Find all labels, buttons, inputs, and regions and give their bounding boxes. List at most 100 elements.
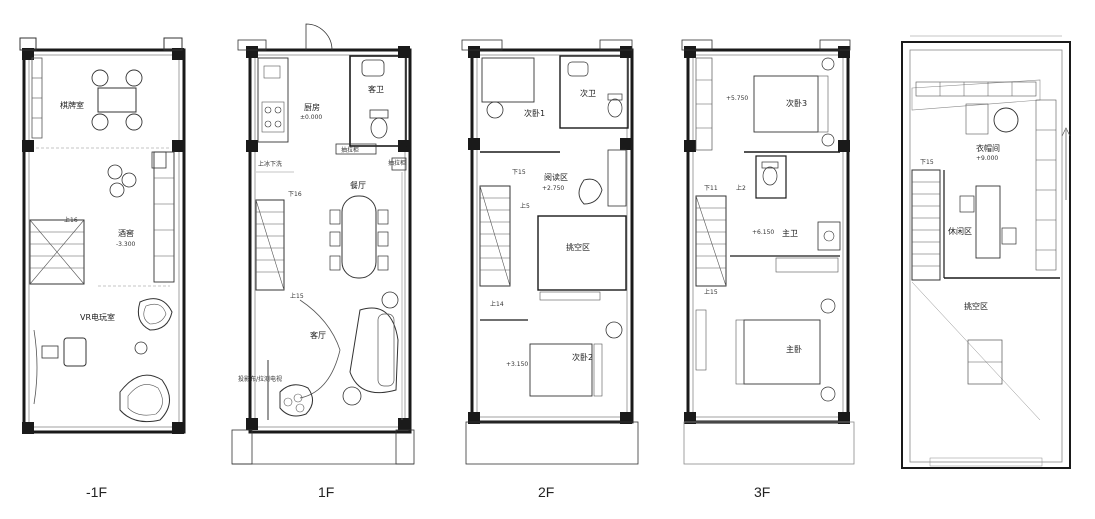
screen-arc xyxy=(33,329,38,405)
column xyxy=(684,46,696,58)
elevation-mark: +9.000 xyxy=(976,155,998,162)
stair-note: 上5 xyxy=(520,202,530,210)
cooktop-icon xyxy=(261,101,285,133)
fridge-washer-note: 上冰下洗 xyxy=(258,160,282,168)
column xyxy=(468,46,480,58)
outer-wall xyxy=(901,41,1071,469)
terrace-planter xyxy=(231,429,253,465)
gutter xyxy=(929,457,1043,467)
tv-cabinet xyxy=(695,309,707,371)
outer-wall xyxy=(248,48,412,434)
window xyxy=(461,39,503,51)
slope-marking xyxy=(911,79,1041,111)
stair-note: 上14 xyxy=(490,300,504,308)
wardrobe xyxy=(1035,99,1057,271)
plan-second-2f: 次卧1 次卫 阅读区 +2.750 下15 上5 xyxy=(461,39,639,500)
toilet-icon xyxy=(607,93,623,118)
skylight-icon xyxy=(967,339,1003,385)
column xyxy=(684,140,696,152)
column xyxy=(620,138,632,150)
balcony xyxy=(465,421,639,465)
side-table xyxy=(342,386,362,406)
column xyxy=(246,46,258,58)
column xyxy=(172,140,184,152)
gaming-chair-icon xyxy=(41,337,87,367)
room-label-master-bed: 主卧 xyxy=(786,344,802,354)
inner-wall-line xyxy=(692,54,844,418)
elevation-mark: -3.300 xyxy=(116,241,136,248)
stair-note: 下15 xyxy=(920,159,934,166)
bed-icon xyxy=(529,321,623,397)
plant-icon xyxy=(381,291,399,309)
room-label-bed2: 次卧2 xyxy=(572,352,593,362)
column xyxy=(398,46,410,58)
vanity-chair-icon xyxy=(965,103,1019,135)
chess-table-icon xyxy=(91,69,143,131)
room-label-void: 挑空区 xyxy=(964,301,988,311)
dining-table-icon xyxy=(329,195,389,279)
floor-title: -1F xyxy=(86,484,107,500)
room-label-bath2: 次卫 xyxy=(580,88,596,98)
window xyxy=(599,39,633,51)
plan-basement-1f: 棋牌室 上16 酒窖 -3.300 xyxy=(19,37,186,500)
floor-title: 2F xyxy=(538,484,554,500)
column xyxy=(838,46,850,58)
room-label-cloak: 衣帽间 xyxy=(976,143,1000,153)
column xyxy=(468,412,480,424)
column xyxy=(246,140,258,152)
inner-wall-line xyxy=(909,49,1063,463)
room-label-lounge: 休闲区 xyxy=(948,226,972,236)
desk-icon xyxy=(959,185,1017,259)
elevation-mark: +5.750 xyxy=(726,95,748,102)
beanbag-icon xyxy=(119,374,170,423)
bar-stools-icon xyxy=(107,164,137,198)
basin-counter xyxy=(817,221,841,251)
stair-note: 上16 xyxy=(64,216,78,224)
sofa-icon xyxy=(349,307,399,394)
entry-door-swing xyxy=(305,23,333,51)
column xyxy=(468,138,480,150)
inner-wall-line xyxy=(28,54,180,428)
window xyxy=(819,39,851,51)
elevation-mark: +6.150 xyxy=(752,229,774,236)
elevation-mark: +2.750 xyxy=(542,185,564,192)
wardrobe xyxy=(775,257,839,273)
room-label-bed1: 次卧1 xyxy=(524,108,545,118)
column xyxy=(246,418,258,430)
plan-ground-1f: 厨房 ±0.000 客卫 抽拉柜 抽拉柜 上冰下洗 下16 上15 餐厅 xyxy=(231,23,415,500)
bathroom-walls xyxy=(559,55,629,129)
room-label-guest-wc: 客卫 xyxy=(368,84,384,94)
room-label-wine: 酒窖 xyxy=(118,228,134,238)
stair-icon xyxy=(695,195,727,287)
column xyxy=(22,140,34,152)
wine-rack xyxy=(151,151,175,283)
room-label-master-bath: 主卫 xyxy=(782,228,798,238)
stair-note: 上2 xyxy=(736,184,746,192)
room-label-void: 挑空区 xyxy=(566,242,590,252)
room-label-kitchen: 厨房 xyxy=(304,102,320,112)
side-table xyxy=(134,341,148,355)
stair-icon xyxy=(29,219,85,285)
window xyxy=(237,39,267,51)
room-label-reading: 阅读区 xyxy=(544,172,568,182)
floor-title: 1F xyxy=(318,484,334,500)
bed-icon xyxy=(735,298,836,402)
lounge-chair-icon xyxy=(137,298,173,331)
basin-icon xyxy=(361,59,385,77)
column xyxy=(838,140,850,152)
outer-wall xyxy=(22,48,186,434)
rug-outline xyxy=(299,299,341,399)
wardrobe xyxy=(915,81,1037,97)
stair-icon xyxy=(255,199,285,291)
stair-note: 下16 xyxy=(288,191,302,198)
sink-icon xyxy=(263,65,281,79)
room-label-dining: 餐厅 xyxy=(350,181,366,190)
toilet-icon xyxy=(761,161,779,186)
window xyxy=(681,39,713,51)
column xyxy=(22,48,34,60)
basin-icon xyxy=(567,61,589,77)
kitchen-counter xyxy=(257,57,289,143)
plan-top-floor: 衣帽间 +9.000 下15 休闲区 挑空区 xyxy=(901,35,1071,469)
column xyxy=(684,412,696,424)
